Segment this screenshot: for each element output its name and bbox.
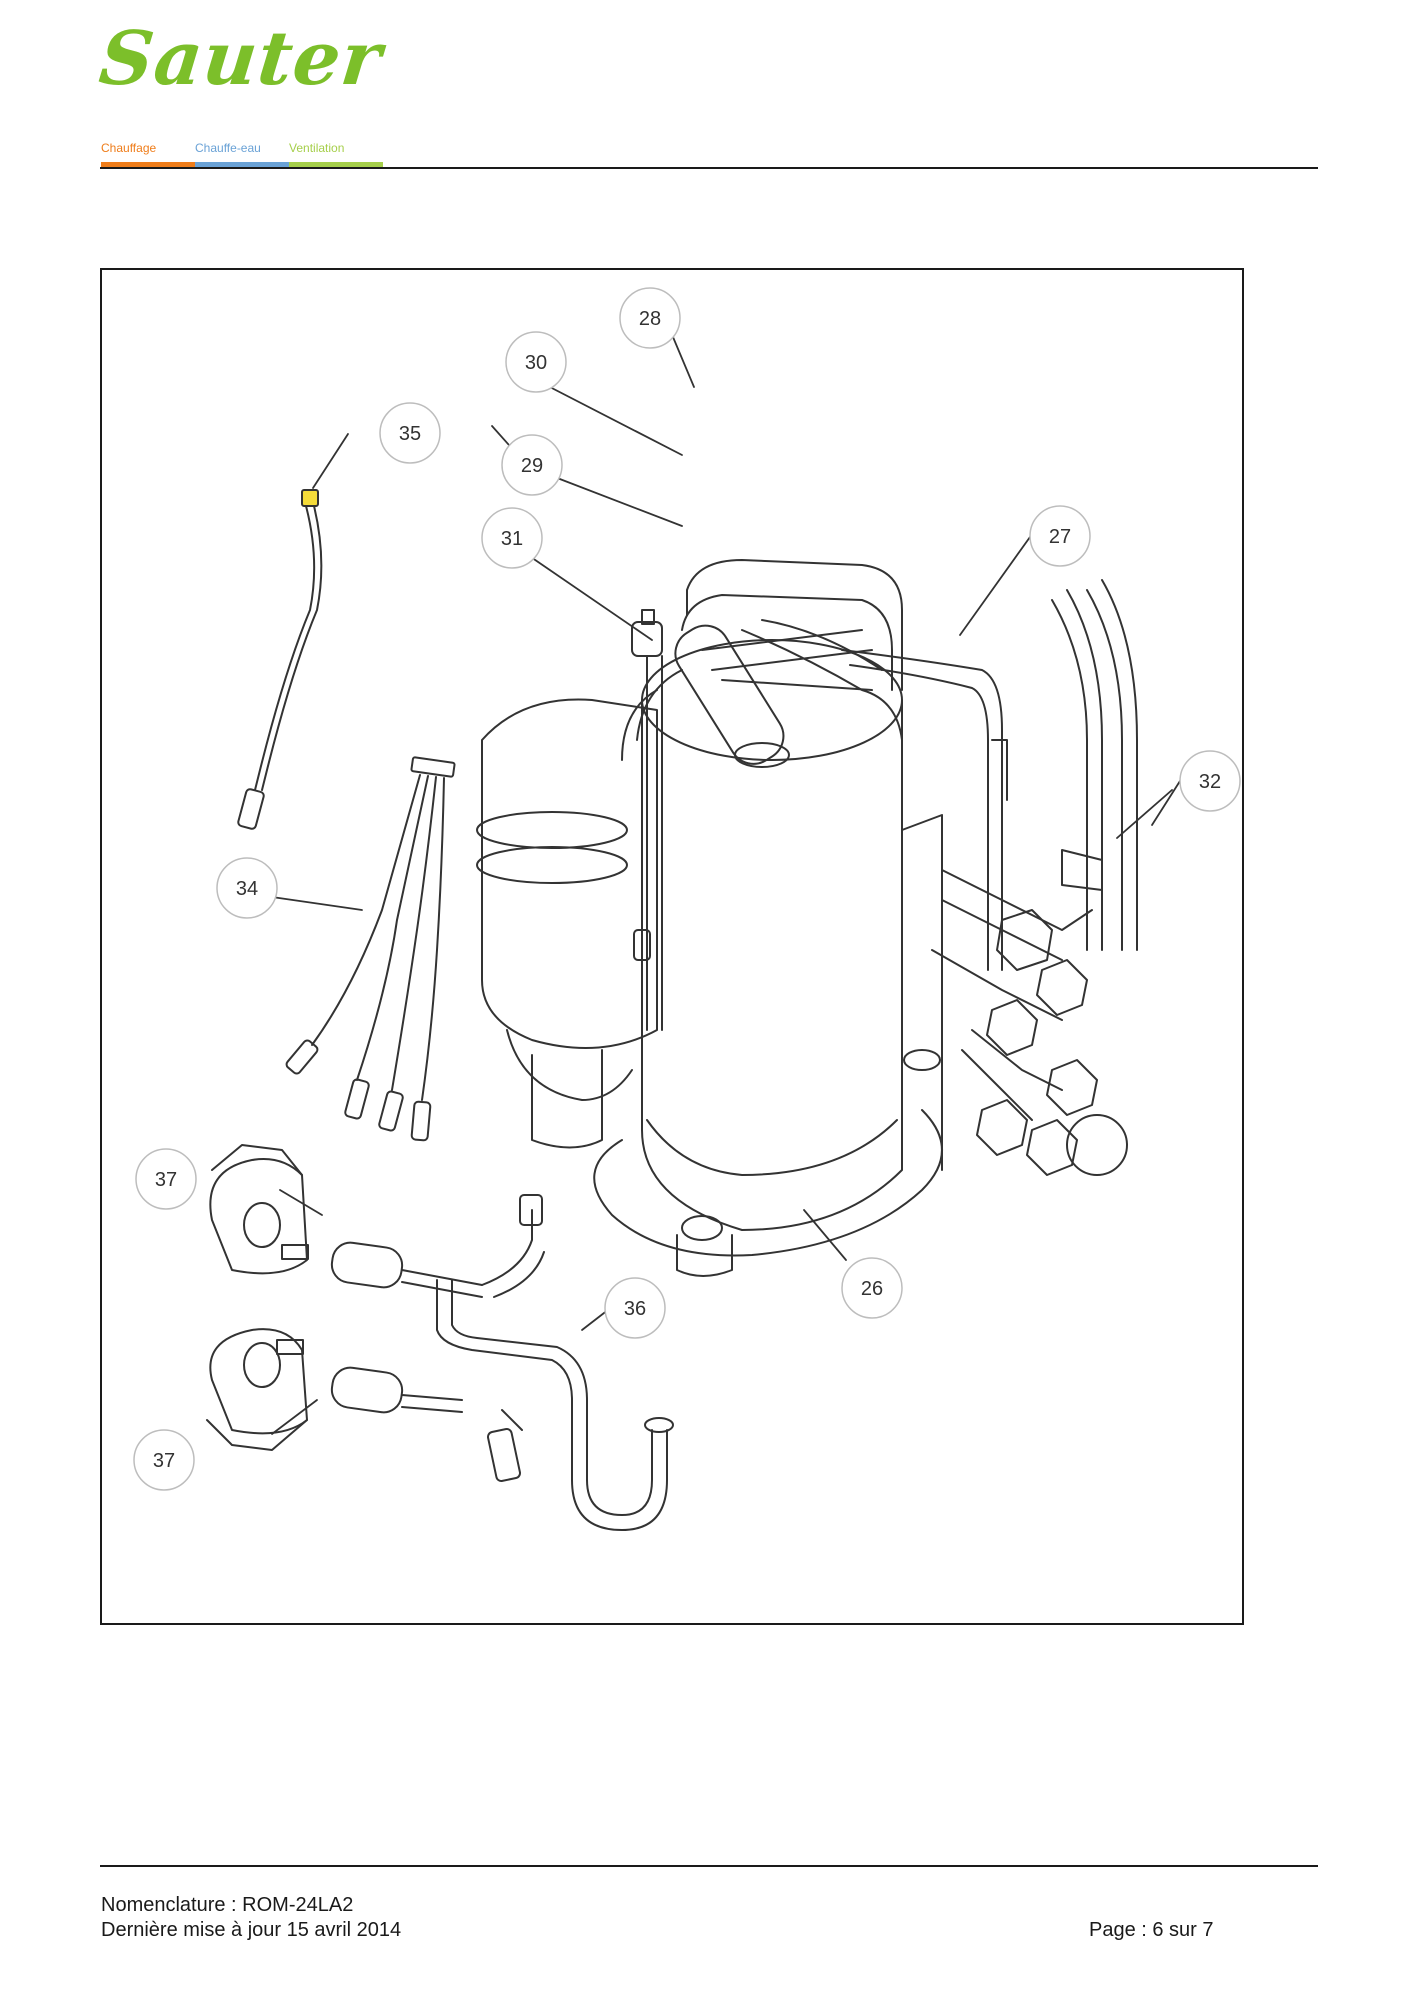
coil-37-top-drawing (209, 1144, 309, 1275)
category-label: Ventilation (289, 141, 345, 155)
category-bar (289, 162, 383, 169)
callout-36: 36 (624, 1298, 646, 1320)
accumulator-drawing (476, 698, 658, 1149)
callout-37-top: 37 (155, 1169, 177, 1191)
leader-lines (271, 317, 1181, 1435)
diagram-drawing: 28 30 35 29 31 27 32 34 37 26 36 37 (133, 287, 1241, 1531)
category-chauffage: Chauffage (101, 141, 195, 169)
exploded-parts-diagram: 28 30 35 29 31 27 32 34 37 26 36 37 (100, 268, 1244, 1625)
callout-28: 28 (639, 308, 661, 330)
callout-29: 29 (521, 455, 543, 477)
valve-assembly-36-drawing (330, 1194, 674, 1531)
header-rule (100, 167, 1318, 169)
callout-31: 31 (501, 528, 523, 550)
callout-26: 26 (861, 1278, 883, 1300)
footer-rule (100, 1865, 1318, 1867)
category-label: Chauffage (101, 141, 157, 155)
callout-35: 35 (399, 423, 421, 445)
category-label: Chauffe-eau (195, 141, 261, 155)
sensor-35-drawing (237, 489, 323, 830)
harness-34-drawing (285, 756, 456, 1142)
callout-circles (133, 287, 1241, 1491)
pressure-switch-drawing (631, 609, 873, 1031)
footer-update-date: Dernière mise à jour 15 avril 2014 (101, 1919, 402, 1941)
category-bar (195, 162, 289, 169)
brand-logo: Sauter (95, 16, 386, 102)
callout-labels: 28 30 35 29 31 27 32 34 37 26 36 37 (153, 308, 1221, 1472)
service-valves-drawing (931, 579, 1138, 1176)
category-chauffe-eau: Chauffe-eau (195, 141, 289, 169)
callout-37-bottom: 37 (153, 1450, 175, 1472)
category-bar (101, 162, 195, 169)
callout-27: 27 (1049, 526, 1071, 548)
callout-30: 30 (525, 352, 547, 374)
compressor-drawing (593, 639, 943, 1277)
tubing-drawing (621, 559, 1008, 971)
footer-nomenclature: Nomenclature : ROM-24LA2 (101, 1894, 354, 1916)
coil-37-bottom-drawing (206, 1328, 308, 1451)
category-ventilation: Ventilation (289, 141, 383, 169)
footer-page-number: Page : 6 sur 7 (1089, 1919, 1214, 1941)
capacitor-drawing (674, 624, 790, 768)
callout-32: 32 (1199, 771, 1221, 793)
callout-34: 34 (236, 878, 258, 900)
category-strip: Chauffage Chauffe-eau Ventilation (101, 141, 383, 169)
